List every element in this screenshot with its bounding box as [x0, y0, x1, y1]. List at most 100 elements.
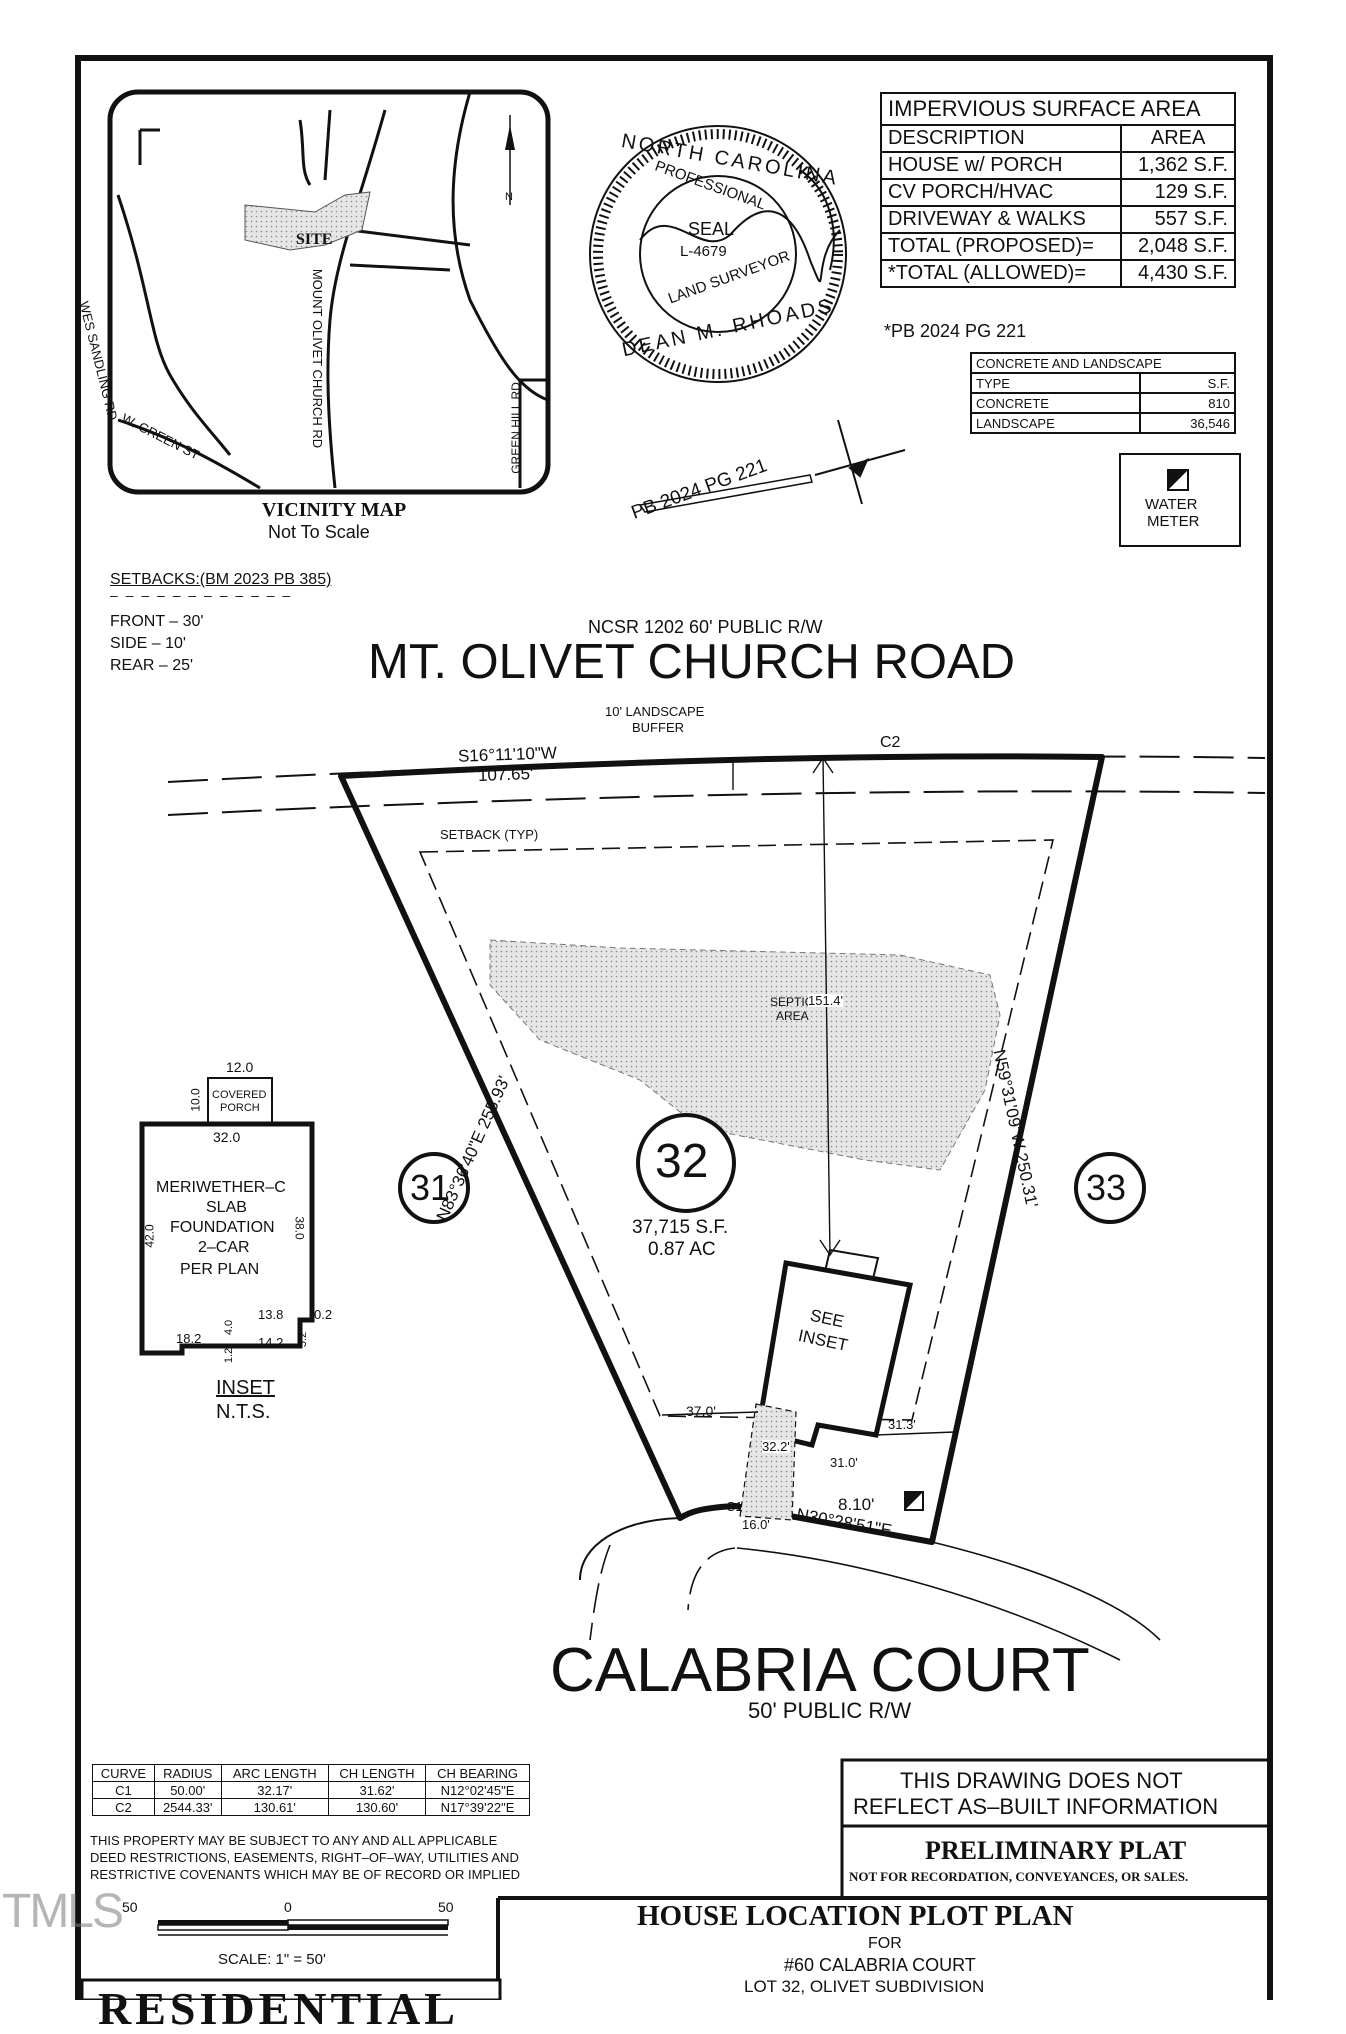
setbacks-divider: – – – – – – – – – – – – [110, 587, 293, 603]
buffer-label-1: 10' LANDSCAPE [605, 704, 705, 719]
impervious-row-area: 1,362 S.F. [1120, 151, 1236, 180]
water-meter-symbol-icon [904, 1491, 924, 1511]
cl-header-type: TYPE [969, 372, 1142, 394]
cl-row-type: LANDSCAPE [969, 412, 1142, 434]
dim-31-3: 31.3' [888, 1417, 916, 1432]
impervious-header-area: AREA [1120, 124, 1236, 153]
curve-header: CH LENGTH [327, 1764, 427, 1782]
impervious-footnote: *PB 2024 PG 221 [884, 321, 1027, 341]
inset-line-2: SLAB [206, 1199, 247, 1216]
curve-cell: N17°39'22"E [425, 1798, 530, 1816]
setback-rear: REAR – 25' [110, 657, 194, 674]
curve-header: CURVE [92, 1764, 155, 1782]
septic-area [489, 939, 1001, 1171]
seal-word: SEAL [688, 219, 735, 239]
lot-31-circle [398, 1152, 470, 1224]
bottom-road-row: 50' PUBLIC R/W [748, 1698, 912, 1723]
title-block-title: HOUSE LOCATION PLOT PLAN [637, 1900, 1074, 1932]
inset-line-4: 2–CAR [198, 1239, 250, 1256]
inset-porch-label-1: COVERED [212, 1089, 267, 1101]
note-line-3: RESTRICTIVE COVENANTS WHICH MAY BE OF RE… [90, 1867, 521, 1882]
top-distance: 107.65' [477, 764, 534, 785]
dim-31-0: 31.0' [830, 1455, 858, 1470]
preliminary-subtitle: NOT FOR RECORDATION, CONVEYANCES, OR SAL… [849, 1869, 1189, 1884]
inset-right-height: 38.0 [292, 1216, 307, 1240]
setback-typ-label: SETBACK (TYP) [440, 827, 539, 842]
setback-side: SIDE – 10' [110, 635, 186, 652]
top-road-row: NCSR 1202 60' PUBLIC R/W [588, 617, 823, 637]
site-parcel [244, 191, 371, 251]
inset-dim-13-8: 13.8 [258, 1307, 284, 1322]
scale-label: SCALE: 1" = 50' [218, 1951, 326, 1968]
impervious-header-desc: DESCRIPTION [879, 124, 1123, 153]
setback-front: FRONT – 30' [110, 613, 204, 630]
impervious-row-desc: TOTAL (PROPOSED)= [879, 232, 1123, 261]
vicinity-map-frame [107, 89, 551, 495]
lot-32-circle [636, 1113, 736, 1213]
curve-cell: N12°02'45"E [425, 1781, 530, 1799]
dim-8-10: 8.10' [838, 1495, 875, 1514]
impervious-row-area: 557 S.F. [1120, 205, 1236, 234]
impervious-row-desc: DRIVEWAY & WALKS [879, 205, 1123, 234]
cl-header-sf: S.F. [1139, 372, 1236, 394]
cl-row-type: CONCRETE [969, 392, 1142, 414]
surveyor-seal-graphic [589, 125, 847, 383]
tmls-watermark-logo: TMLS [2, 1885, 124, 1938]
setback-line [418, 839, 1055, 1421]
water-meter-line2: METER [1147, 513, 1200, 530]
inset-dim-0-2: 0.2 [314, 1307, 333, 1322]
top-bearing: S16°11'10"W [457, 743, 558, 766]
vicinity-map-subtitle: Not To Scale [268, 522, 370, 542]
plat-ref-arrow [638, 474, 813, 513]
curve-c2-label: C2 [880, 734, 901, 751]
curve-header: RADIUS [153, 1764, 222, 1782]
septic-label-2: AREA [776, 1009, 809, 1023]
dim-32-2: 32.2' [762, 1439, 790, 1454]
cl-row-sf: 36,546 [1139, 412, 1236, 434]
driveway [739, 1403, 797, 1521]
inset-dim-14-2: 14.2 [258, 1335, 284, 1350]
north-arrow-icon [814, 419, 906, 505]
residential-heading: RESIDENTIAL [98, 1983, 459, 2034]
lot-33-circle [1074, 1152, 1146, 1224]
lot-area-ac: 0.87 AC [648, 1239, 716, 1260]
cl-row-sf: 810 [1139, 392, 1236, 414]
disclaimer-box [840, 1758, 1272, 1900]
inset-dim-18-2: 18.2 [176, 1331, 202, 1346]
inset-dim-4-0: 4.0 [223, 1319, 236, 1336]
inset-line-1: MERIWETHER–C [156, 1179, 286, 1196]
impervious-row-desc: CV PORCH/HVAC [879, 178, 1123, 207]
curve-header: CH BEARING [425, 1764, 530, 1782]
inset-porch-label-2: PORCH [220, 1102, 260, 1114]
water-meter-line1: WATER [1145, 496, 1198, 513]
scale-pos-50: 50 [438, 1899, 454, 1915]
dim-37: 37.0' [686, 1403, 716, 1419]
inset-left-height: 42.0 [142, 1224, 157, 1248]
scale-neg-50: 50 [122, 1899, 138, 1915]
vicinity-road-green-hill: GREEN HILL RD [508, 382, 523, 474]
inset-dim-1-2: 1.2 [223, 1347, 236, 1364]
title-block-lot: LOT 32, OLIVET SUBDIVISION [744, 1977, 985, 1996]
vicinity-site-label: SITE [296, 231, 333, 248]
vicinity-road-mount-olivet: MOUNT OLIVET CHURCH RD [310, 268, 326, 449]
curve-cell: 31.62' [327, 1781, 427, 1799]
impervious-row-desc: *TOTAL (ALLOWED)= [879, 259, 1123, 288]
buffer-label-2: BUFFER [632, 720, 684, 735]
lot-33-number: 33 [1086, 1167, 1127, 1208]
cul-de-sac-curves [579, 1517, 1161, 1661]
lot-32-boundary [338, 753, 1105, 1545]
north-arrow-small-icon [505, 115, 515, 205]
vicinity-map-title: VICINITY MAP [262, 499, 407, 521]
curve-cell: C1 [92, 1781, 155, 1799]
sheet-border [75, 55, 1273, 2000]
scale-zero: 0 [284, 1899, 292, 1915]
vicinity-north-label: N [505, 191, 513, 203]
dim-16: 16.0' [742, 1517, 770, 1532]
setbacks-title: SETBACKS:(BM 2023 PB 385) [110, 571, 332, 588]
impervious-title: IMPERVIOUS SURFACE AREA [880, 92, 1236, 126]
curve-table: CURVE RADIUS ARC LENGTH CH LENGTH CH BEA… [92, 1764, 530, 1816]
inset-subtitle: N.T.S. [216, 1401, 271, 1423]
curve-header: ARC LENGTH [220, 1764, 329, 1782]
